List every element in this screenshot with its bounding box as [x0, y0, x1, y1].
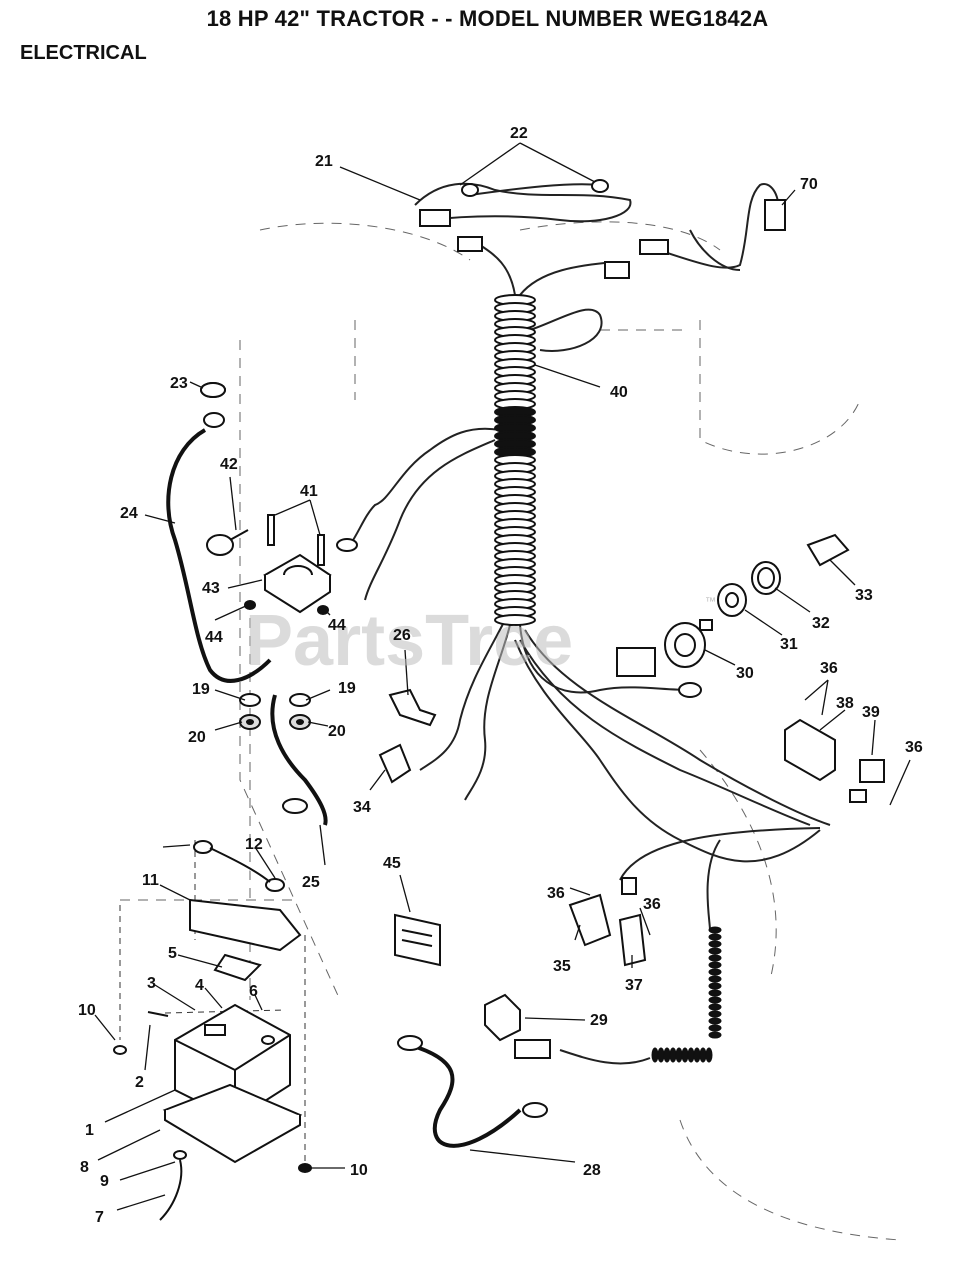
callout-44-left: 44 — [205, 629, 223, 646]
callout-6: 6 — [249, 983, 258, 1000]
leader-lines — [94, 142, 911, 1211]
callout-20-right: 20 — [328, 723, 346, 740]
convoluted-loom — [494, 294, 536, 626]
callout-1: 1 — [85, 1122, 94, 1139]
callout-7: 7 — [95, 1209, 104, 1226]
callout-43: 43 — [202, 580, 220, 597]
callout-8: 8 — [80, 1159, 89, 1176]
callout-33: 33 — [855, 587, 873, 604]
section-title: ELECTRICAL — [20, 42, 147, 64]
callout-44-right: 44 — [328, 617, 346, 634]
battery-group — [113, 840, 312, 1221]
callout-23: 23 — [170, 375, 188, 392]
callout-36-middle: 36 — [643, 896, 661, 913]
callout-21: 21 — [315, 153, 333, 170]
wiring-harness — [349, 182, 831, 1065]
coiled-loom — [651, 926, 722, 1063]
callout-30: 30 — [736, 665, 754, 682]
callout-3: 3 — [147, 975, 156, 992]
callout-36-top: 36 — [820, 660, 838, 677]
callout-11: 11 — [142, 872, 159, 889]
callout-70: 70 — [800, 176, 818, 193]
callout-26: 26 — [393, 627, 411, 644]
callout-35: 35 — [553, 958, 571, 975]
callout-10-bottom: 10 — [350, 1162, 368, 1179]
page-title: 18 HP 42" TRACTOR - - MODEL NUMBER WEG18… — [206, 6, 769, 31]
watermark-trademark: ™ — [705, 596, 716, 608]
battery-cables — [166, 428, 522, 1148]
callout-9: 9 — [100, 1173, 109, 1190]
callout-38: 38 — [836, 695, 854, 712]
callout-12: 12 — [245, 836, 263, 853]
callout-37: 37 — [625, 977, 643, 994]
callout-29: 29 — [590, 1012, 608, 1029]
cable-terminals — [200, 382, 702, 1118]
callout-labels: 22 21 70 40 23 42 41 24 43 44 44 19 19 2… — [78, 125, 923, 1226]
callout-34: 34 — [353, 799, 371, 816]
callout-4: 4 — [195, 977, 204, 994]
callout-41: 41 — [300, 483, 318, 500]
callout-19-left: 19 — [192, 681, 210, 698]
right-components — [200, 179, 885, 1059]
callout-2: 2 — [135, 1074, 144, 1091]
callout-36-right: 36 — [905, 739, 923, 756]
callout-20-left: 20 — [188, 729, 206, 746]
callout-45: 45 — [383, 855, 401, 872]
callout-31: 31 — [780, 636, 798, 653]
callout-25: 25 — [302, 874, 320, 891]
callout-32: 32 — [812, 615, 830, 632]
callout-36-left: 36 — [547, 885, 565, 902]
callout-10-left: 10 — [78, 1002, 96, 1019]
callout-5: 5 — [168, 945, 177, 962]
callout-40: 40 — [610, 384, 628, 401]
callout-42: 42 — [220, 456, 238, 473]
callout-39: 39 — [862, 704, 880, 721]
watermark-text: PartsTree — [245, 601, 573, 681]
callout-28: 28 — [583, 1162, 601, 1179]
callout-24: 24 — [120, 505, 138, 522]
callout-22: 22 — [510, 125, 528, 142]
callout-19-right: 19 — [338, 680, 356, 697]
